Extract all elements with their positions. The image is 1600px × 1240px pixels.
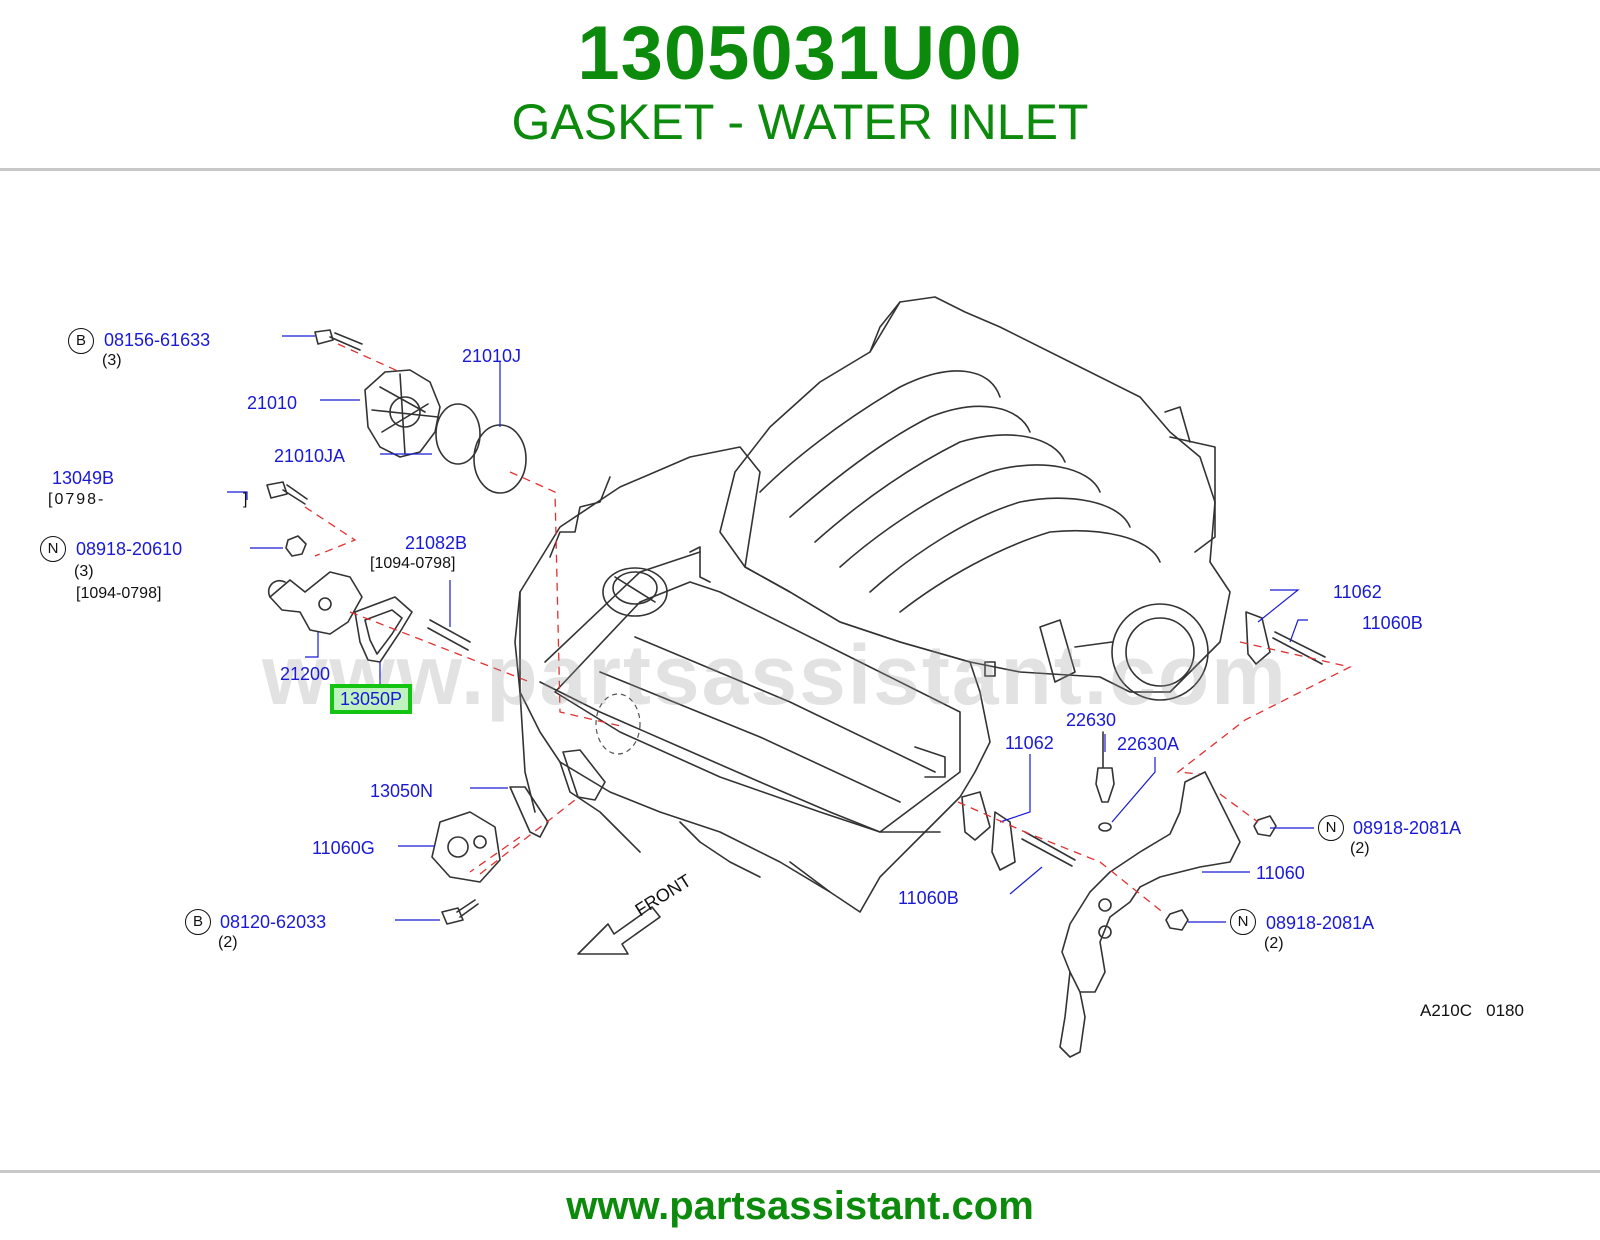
valve-cover bbox=[554, 581, 961, 833]
qty-08156-61633: (3) bbox=[102, 352, 122, 369]
stud-drawing-right bbox=[1272, 631, 1326, 665]
part-link-21010ja[interactable]: 21010JA bbox=[274, 446, 346, 466]
part-link-22630[interactable]: 22630 bbox=[1066, 710, 1117, 730]
range-21082b: [1094-0798] bbox=[370, 555, 456, 572]
cylinder-head bbox=[519, 446, 991, 913]
watermark: www.partsassistant.com bbox=[262, 628, 1288, 722]
gasket-drawing-right bbox=[1245, 611, 1271, 665]
water-pump-drawing bbox=[364, 369, 441, 458]
engine-illustration bbox=[227, 296, 1352, 1058]
part-link-21200[interactable]: 21200 bbox=[280, 664, 331, 684]
bolt-drawing-1 bbox=[314, 329, 363, 351]
nut-drawing-3 bbox=[1165, 909, 1189, 931]
nut-drawing-1 bbox=[285, 535, 307, 557]
part-link-11060[interactable]: 11060 bbox=[1256, 863, 1305, 883]
water-outlet-drawing bbox=[431, 811, 501, 883]
stud-drawing-left bbox=[1021, 831, 1076, 867]
part-number: 1305031U00 bbox=[577, 11, 1023, 96]
gasket-drawing-left-2 bbox=[991, 811, 1016, 871]
gasket-drawing-left-1 bbox=[961, 791, 991, 841]
gasket-drawing-13050n bbox=[509, 786, 549, 838]
range-13049b-open: [0798- bbox=[48, 491, 106, 508]
oil-filler-cap bbox=[602, 567, 668, 617]
range-13049b-close: ] bbox=[243, 491, 248, 508]
highlighted-gasket-drawing bbox=[354, 596, 413, 663]
part-link-13049b[interactable]: 13049B bbox=[52, 468, 115, 488]
pump-gasket-drawing bbox=[473, 424, 527, 494]
part-link-11060b-left[interactable]: 11060B bbox=[898, 888, 959, 908]
parts-diagram: www.partsassistant.com B 08156-61633 (3)… bbox=[0, 172, 1600, 1168]
part-link-21082b[interactable]: 21082B bbox=[405, 533, 468, 553]
intake-manifold bbox=[719, 296, 1231, 693]
gasket-drawing-head bbox=[562, 749, 606, 801]
header-divider bbox=[0, 168, 1600, 171]
nut-badge-n-2: N bbox=[1318, 815, 1344, 841]
part-link-08918-20610[interactable]: 08918-20610 bbox=[76, 539, 183, 559]
nut-drawing-2 bbox=[1253, 815, 1277, 837]
qty-08120-62033: (2) bbox=[218, 934, 238, 951]
range-08918-20610: [1094-0798] bbox=[76, 585, 162, 602]
stud-drawing-1 bbox=[427, 619, 471, 651]
part-link-22630a[interactable]: 22630A bbox=[1117, 734, 1180, 754]
thermostat-housing-drawing bbox=[269, 571, 363, 635]
footer-website-link[interactable]: www.partsassistant.com bbox=[566, 1184, 1034, 1228]
part-link-21010j[interactable]: 21010J bbox=[462, 346, 522, 366]
diagram-code: A210C 0180 bbox=[1420, 1001, 1524, 1020]
pump-o-ring-drawing bbox=[435, 403, 481, 465]
bolt-drawing-2 bbox=[266, 481, 308, 505]
footer-divider bbox=[0, 1170, 1600, 1173]
qty-08918-2081a-lower: (2) bbox=[1264, 935, 1284, 952]
page-header: 1305031U00 GASKET - WATER INLET bbox=[0, 0, 1600, 170]
water-pipe-drawing bbox=[1061, 771, 1241, 993]
part-name: GASKET - WATER INLET bbox=[511, 94, 1089, 150]
bolt-badge-b: B bbox=[68, 328, 94, 354]
washer-drawing bbox=[1098, 822, 1112, 832]
throttle-body bbox=[1111, 603, 1209, 701]
part-link-08918-2081a-upper[interactable]: 08918-2081A bbox=[1353, 818, 1462, 838]
part-link-11060g[interactable]: 11060G bbox=[312, 838, 375, 858]
highlighted-part-13050p[interactable]: 13050P bbox=[330, 684, 413, 714]
part-link-08120-62033[interactable]: 08120-62033 bbox=[220, 912, 327, 932]
part-link-13050n[interactable]: 13050N bbox=[370, 781, 434, 801]
qty-08918-2081a-upper: (2) bbox=[1350, 840, 1370, 857]
front-arrow-icon bbox=[577, 906, 661, 955]
part-link-08918-2081a-lower[interactable]: 08918-2081A bbox=[1266, 913, 1375, 933]
sensor-drawing bbox=[1095, 731, 1115, 803]
part-link-11060b-right[interactable]: 11060B bbox=[1362, 613, 1423, 633]
part-link-21010[interactable]: 21010 bbox=[247, 393, 298, 413]
nut-badge-n-3: N bbox=[1230, 909, 1256, 935]
part-link-08156-61633[interactable]: 08156-61633 bbox=[104, 330, 211, 350]
part-link-11062-left[interactable]: 11062 bbox=[1005, 733, 1054, 753]
part-link-11062-right[interactable]: 11062 bbox=[1333, 582, 1382, 602]
bolt-drawing-3 bbox=[441, 899, 479, 925]
nut-badge-n: N bbox=[40, 536, 66, 562]
qty-08918-20610: (3) bbox=[74, 563, 94, 580]
bolt-badge-b-2: B bbox=[185, 909, 211, 935]
